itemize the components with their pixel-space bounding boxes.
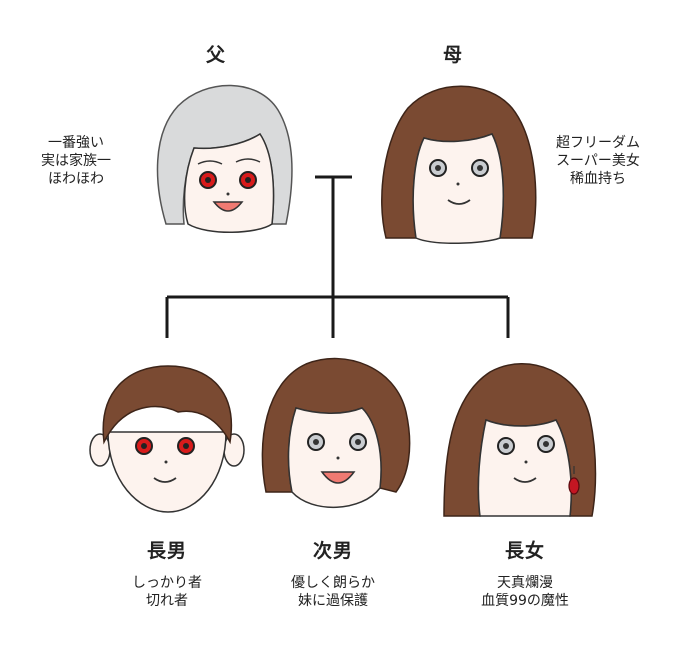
earring-icon <box>568 477 580 495</box>
father-desc-line: 実は家族一 <box>41 153 111 169</box>
mother-mouth <box>447 199 471 205</box>
father-desc-line: ほわほわ <box>48 171 104 187</box>
second-son-role-label: 次男 <box>312 540 353 562</box>
eldest-daughter-desc-line: 天真爛漫 <box>497 575 553 591</box>
eldest-son-desc-line: 切れ者 <box>146 593 188 609</box>
mother-face <box>381 85 537 244</box>
eldest-daughter-desc-line: 血質99の魔性 <box>481 593 569 609</box>
father-role-label: 父 <box>205 44 226 66</box>
eldest-son-face <box>89 365 245 513</box>
mother-desc-line: スーパー美女 <box>556 153 640 169</box>
second-son-description: 優しく朗らか 妹に過保護 <box>263 574 403 610</box>
father-desc-line: 一番強い <box>48 135 104 151</box>
second-son-mouth <box>320 471 356 484</box>
second-son-face <box>261 357 411 509</box>
mother-role-label: 母 <box>442 44 463 66</box>
mother-desc-line: 稀血持ち <box>570 171 626 187</box>
eldest-daughter-face <box>443 363 597 517</box>
eldest-son-desc-line: しっかり者 <box>132 575 202 591</box>
mother-desc-line: 超フリーダム <box>556 135 640 151</box>
second-son-desc-line: 優しく朗らか <box>291 575 375 591</box>
father-mouth <box>212 201 244 212</box>
second-son-desc-line: 妹に過保護 <box>298 593 368 609</box>
eldest-daughter-role-label: 長女 <box>504 540 545 562</box>
eldest-son-description: しっかり者 切れ者 <box>97 574 237 610</box>
eldest-son-role-label: 長男 <box>146 540 187 562</box>
eldest-daughter-mouth <box>513 477 537 483</box>
eldest-son-mouth <box>153 477 177 483</box>
mother-description: 超フリーダム スーパー美女 稀血持ち <box>528 134 668 188</box>
father-face <box>156 84 293 233</box>
eldest-daughter-description: 天真爛漫 血質99の魔性 <box>455 574 595 610</box>
father-description: 一番強い 実は家族一 ほわほわ <box>6 134 146 188</box>
